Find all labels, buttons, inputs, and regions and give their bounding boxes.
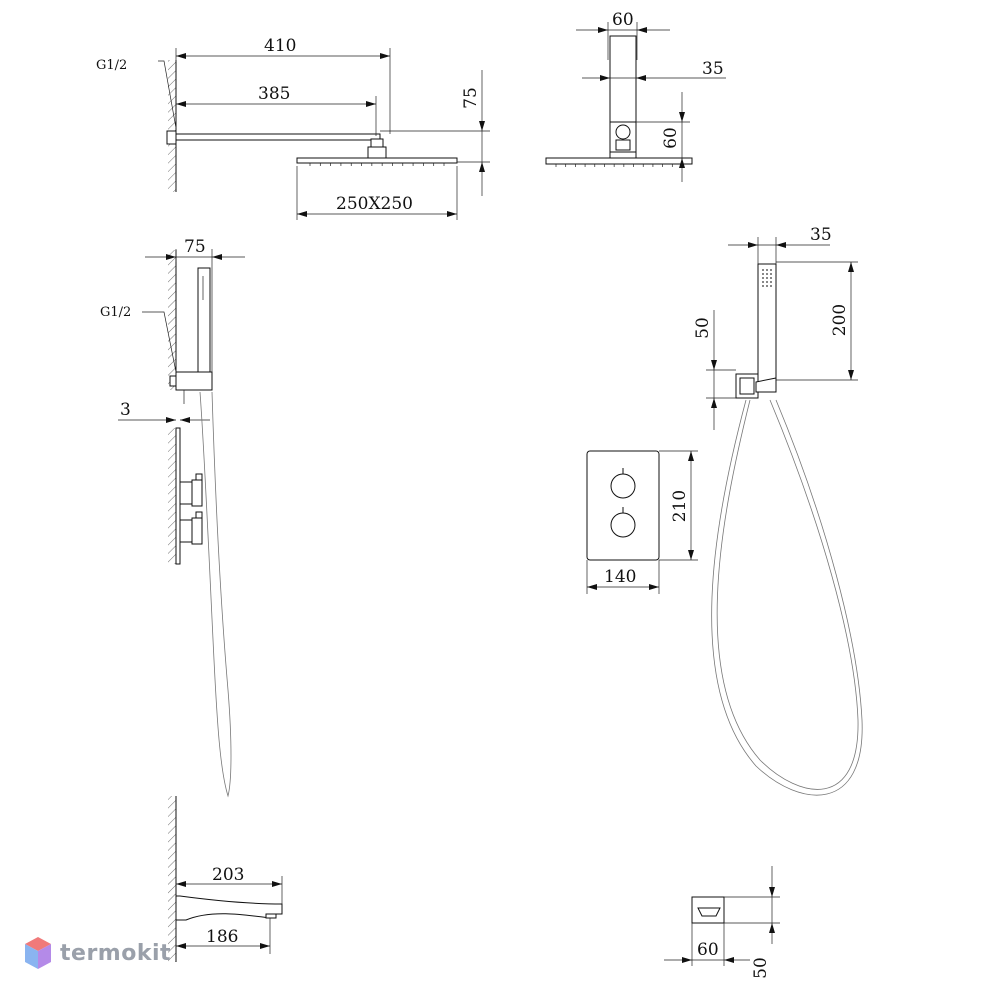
- mixer-handle-lower: [610, 512, 636, 538]
- dim-label-60-side: 60: [661, 127, 681, 149]
- termokit-logo-icon: [25, 937, 51, 969]
- wall-hatch-top: [168, 60, 176, 192]
- shower-head-nozzles: [309, 163, 445, 166]
- joint-ball: [615, 124, 631, 140]
- hand-shower-spray-dots: [762, 269, 772, 287]
- hand-shower-side-view: 75 G1/2 3: [100, 237, 245, 798]
- holder-connector: [169, 375, 177, 387]
- hand-shower-hose-front: [716, 399, 859, 790]
- dim-label-60-spout: 60: [697, 940, 719, 960]
- dim-label-50-spout: 50: [751, 957, 771, 979]
- dim-label-3: 3: [120, 400, 131, 420]
- dim-label-210: 210: [670, 490, 690, 522]
- spray-dot: [766, 269, 768, 271]
- arm-nut: [370, 138, 384, 148]
- mixer-knob-lower: [179, 519, 193, 543]
- dim-label-410: 410: [264, 36, 296, 56]
- dim-label-250x250: 250X250: [336, 194, 413, 214]
- g12-leader-line: [158, 60, 177, 129]
- spout-outlet: [697, 907, 721, 917]
- spray-dot: [770, 273, 772, 275]
- mixer-plate-front-view: 210 140: [586, 450, 698, 594]
- dim-label-35-front: 35: [702, 59, 724, 79]
- dim-label-385: 385: [258, 84, 290, 104]
- dim-label-75-hand: 75: [184, 237, 206, 257]
- wall-hatch-bottom: [168, 796, 176, 962]
- watermark-text: termokit: [60, 940, 172, 966]
- mixer-handle-upper: [610, 473, 636, 499]
- dim-label-75-head: 75: [461, 87, 481, 109]
- spout-side-view: 203 186: [168, 796, 283, 962]
- head-plate-front: [545, 157, 693, 165]
- dim-label-140: 140: [604, 567, 636, 587]
- hand-shower-hose-side: [199, 391, 232, 798]
- spray-dot: [762, 269, 764, 271]
- shower-arm: [175, 133, 381, 141]
- dim-label-203: 203: [212, 865, 244, 885]
- mixer-plate: [586, 450, 660, 561]
- shower-head-side-view: G1/2 410 385 75 250X250: [96, 36, 490, 220]
- spray-dot: [770, 277, 772, 279]
- hand-shower-body: [197, 267, 211, 375]
- dim-label-200: 200: [830, 304, 850, 336]
- hand-shower-front-view: 35 200 50: [693, 225, 863, 796]
- g12-leader-line-hand: [142, 311, 177, 373]
- spray-dot: [762, 277, 764, 279]
- spray-dot: [770, 285, 772, 287]
- hand-shower-holder: [175, 371, 213, 391]
- spray-dot: [762, 273, 764, 275]
- spray-dot: [762, 285, 764, 287]
- spray-dot: [770, 281, 772, 283]
- dim-label-35-hand: 35: [810, 225, 832, 245]
- mixer-knob-upper: [179, 481, 193, 505]
- dim-label-186: 186: [206, 927, 238, 947]
- g12-label: G1/2: [96, 58, 127, 73]
- head-joint: [367, 146, 387, 159]
- spray-dot: [766, 273, 768, 275]
- spray-dot: [766, 285, 768, 287]
- spray-dot: [766, 277, 768, 279]
- shower-head-plate: [296, 157, 458, 164]
- spout-front-view: 50 60: [664, 866, 780, 979]
- wall-hatch-mixer: [168, 428, 176, 564]
- mixer-plate-side: [175, 427, 181, 565]
- g12-label-hand: G1/2: [100, 305, 131, 320]
- wall-hatch-mid: [168, 250, 176, 390]
- spray-dot: [762, 281, 764, 283]
- spray-dot: [766, 281, 768, 283]
- shower-head-front-view: 60 35 60: [545, 10, 726, 182]
- spray-dot: [770, 269, 772, 271]
- wall-connector: [166, 130, 177, 145]
- dim-label-50-hand: 50: [693, 317, 713, 339]
- termokit-watermark: termokit: [24, 936, 171, 970]
- dim-label-60-top: 60: [612, 10, 634, 30]
